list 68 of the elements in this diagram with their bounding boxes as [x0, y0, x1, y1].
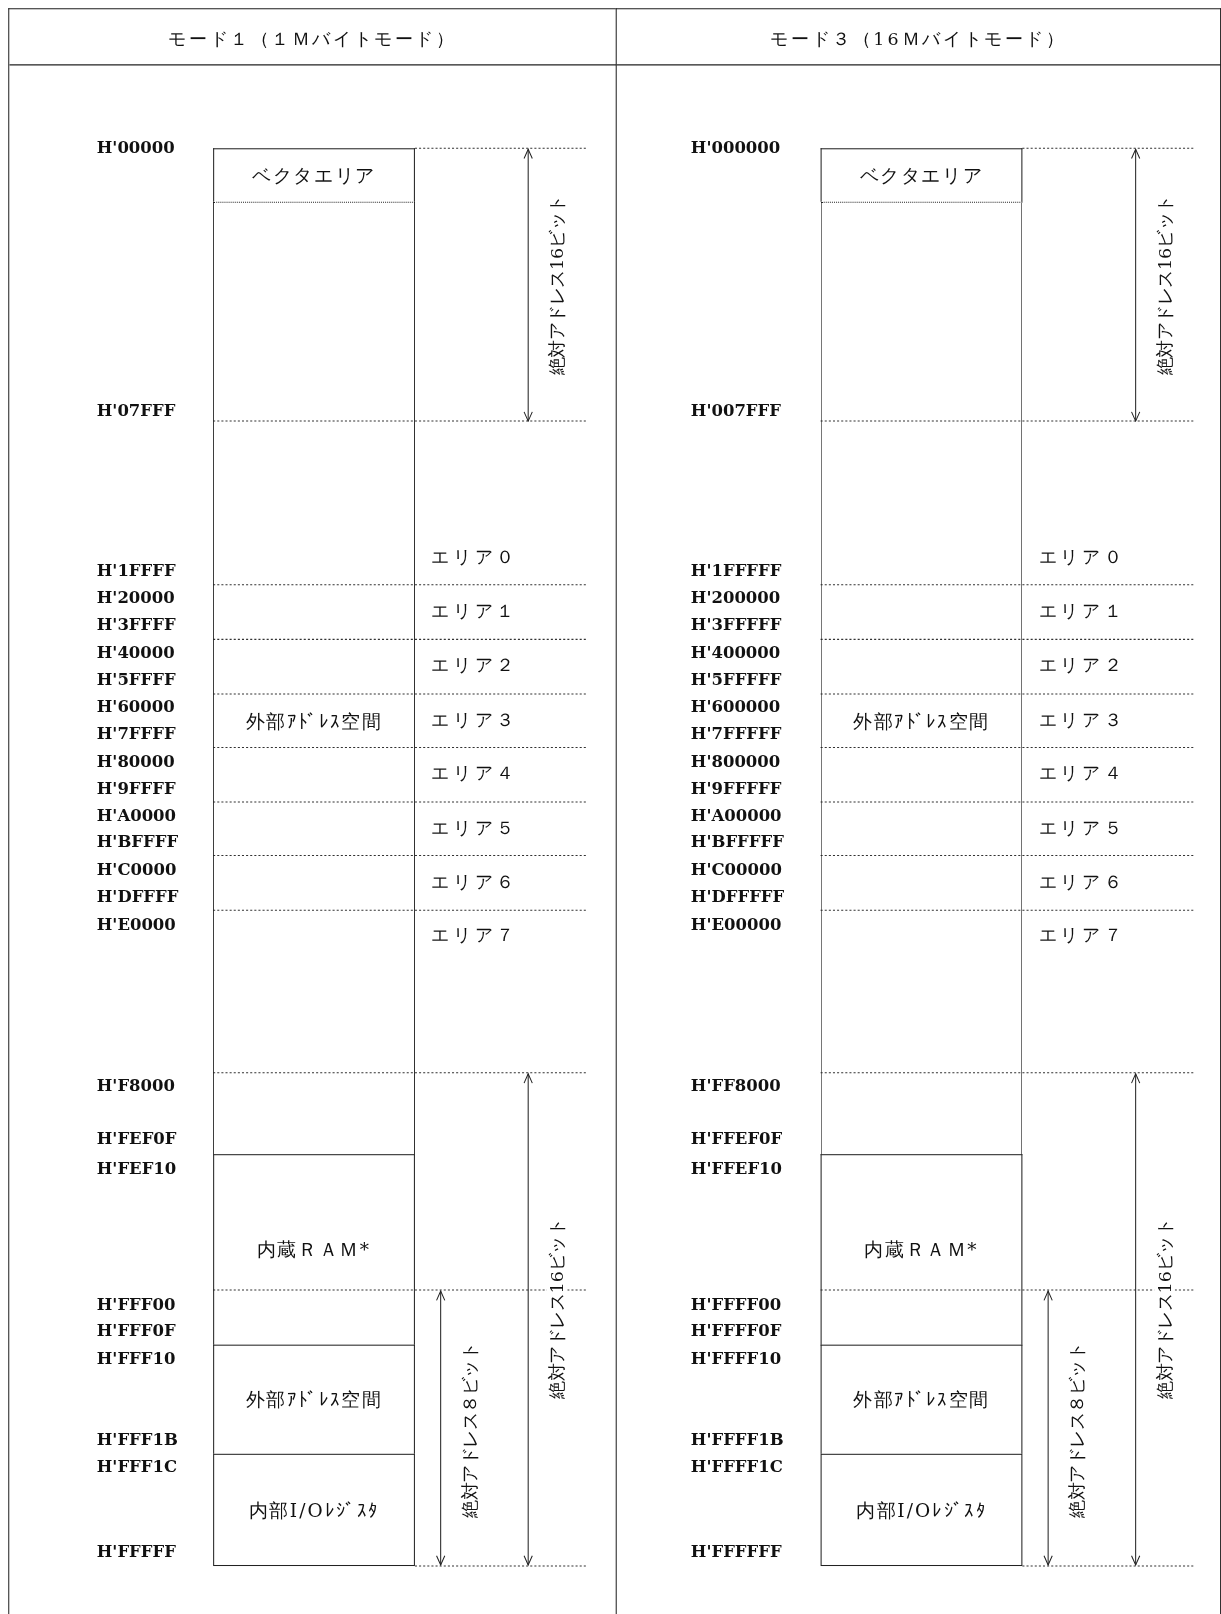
- address-label: H'FFFF0F: [690, 1322, 782, 1341]
- address-label: H'7FFFFF: [690, 724, 782, 744]
- address-label: H'80000: [96, 752, 175, 772]
- area-label: エリア１: [1038, 600, 1126, 621]
- address-label: H'1FFFFF: [690, 561, 782, 580]
- address-label: H'DFFFF: [96, 887, 179, 907]
- area-label: エリア２: [1038, 654, 1126, 676]
- area-label: エリア６: [1038, 871, 1126, 892]
- address-label: H'A0000: [96, 806, 177, 825]
- area-label: エリア４: [1038, 762, 1126, 784]
- panel-header: モード３（16Ｍバイトモード）: [769, 27, 1068, 52]
- area-label: エリア３: [1038, 709, 1126, 730]
- address-label: H'FFFFFF: [690, 1542, 782, 1561]
- area-label: エリア７: [431, 924, 518, 946]
- address-label: H'7FFFF: [96, 724, 176, 744]
- address-label: H'FFFF10: [690, 1349, 782, 1369]
- address-label: H'FFFFF: [96, 1542, 176, 1561]
- address-label: H'800000: [690, 752, 781, 772]
- address-label: H'FEF10: [96, 1159, 177, 1178]
- area-label: エリア１: [431, 600, 518, 621]
- area-label: エリア５: [1038, 817, 1126, 839]
- address-label: H'BFFFF: [96, 832, 179, 852]
- address-label: H'5FFFF: [96, 670, 176, 689]
- area-label: エリア０: [431, 546, 518, 568]
- address-label: H'FFF0F: [96, 1322, 176, 1341]
- address-label: H'A00000: [690, 806, 782, 825]
- address-label: H'FFF1C: [96, 1457, 178, 1477]
- area-label: エリア４: [431, 762, 518, 784]
- area-label: エリア３: [431, 709, 518, 730]
- area-label: エリア５: [431, 817, 518, 839]
- address-label: H'000000: [690, 139, 781, 158]
- address-label: H'FF8000: [690, 1076, 781, 1096]
- address-label: H'1FFFF: [96, 561, 176, 580]
- area-label: エリア０: [1038, 546, 1126, 568]
- address-label: H'FFEF10: [690, 1159, 783, 1178]
- address-label: H'9FFFF: [96, 779, 176, 798]
- address-label: H'600000: [690, 698, 781, 717]
- address-label: H'007FFF: [690, 401, 781, 421]
- area-label: エリア６: [431, 871, 518, 892]
- address-label: H'20000: [96, 588, 175, 608]
- area-label: エリア７: [1038, 924, 1126, 946]
- address-label: H'07FFF: [96, 401, 176, 421]
- address-label: H'3FFFFF: [690, 615, 782, 635]
- address-label: H'FFF10: [96, 1349, 176, 1369]
- address-label: H'FEF0F: [96, 1129, 177, 1148]
- address-label: H'9FFFFF: [690, 779, 782, 798]
- address-label: H'60000: [96, 698, 175, 717]
- area-label: エリア２: [431, 654, 518, 676]
- address-label: H'200000: [690, 588, 781, 608]
- address-label: H'FFF1B: [96, 1430, 178, 1449]
- address-label: H'FFFF1B: [690, 1430, 784, 1449]
- address-label: H'FFFF00: [690, 1295, 782, 1314]
- address-label: H'DFFFFF: [690, 887, 785, 907]
- address-label: H'5FFFFF: [690, 670, 782, 689]
- address-label: H'40000: [96, 643, 175, 663]
- address-label: H'00000: [96, 139, 175, 158]
- panel-header: モード１（１Ｍバイトモード）: [167, 27, 458, 52]
- address-label: H'BFFFFF: [690, 832, 784, 852]
- address-label: H'C0000: [96, 860, 177, 880]
- address-label: H'F8000: [96, 1076, 175, 1096]
- address-label: H'E00000: [690, 915, 782, 934]
- address-label: H'C00000: [690, 860, 782, 880]
- address-label: H'400000: [690, 643, 781, 663]
- address-label: H'3FFFF: [96, 615, 176, 635]
- address-label: H'FFF00: [96, 1295, 176, 1314]
- address-label: H'FFEF0F: [690, 1129, 783, 1148]
- address-label: H'FFFF1C: [690, 1457, 783, 1477]
- address-label: H'E0000: [96, 915, 176, 934]
